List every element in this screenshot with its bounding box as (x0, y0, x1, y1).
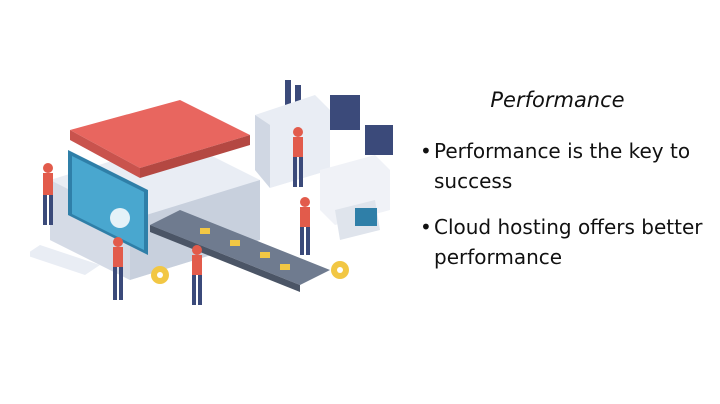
bullet-item: • Performance is the key to success (420, 136, 715, 196)
bullet-item: • Cloud hosting offers better performanc… (420, 212, 715, 272)
factory-assembly-line-illustration (30, 80, 393, 305)
bullet-text: Cloud hosting offers better performance (434, 215, 703, 269)
bullet-list: • Performance is the key to success • Cl… (420, 136, 715, 288)
slide-title: Performance (490, 88, 625, 112)
bullet-glyph: • (420, 215, 432, 239)
bullet-glyph: • (420, 139, 432, 163)
bullet-text: Performance is the key to success (434, 139, 691, 193)
